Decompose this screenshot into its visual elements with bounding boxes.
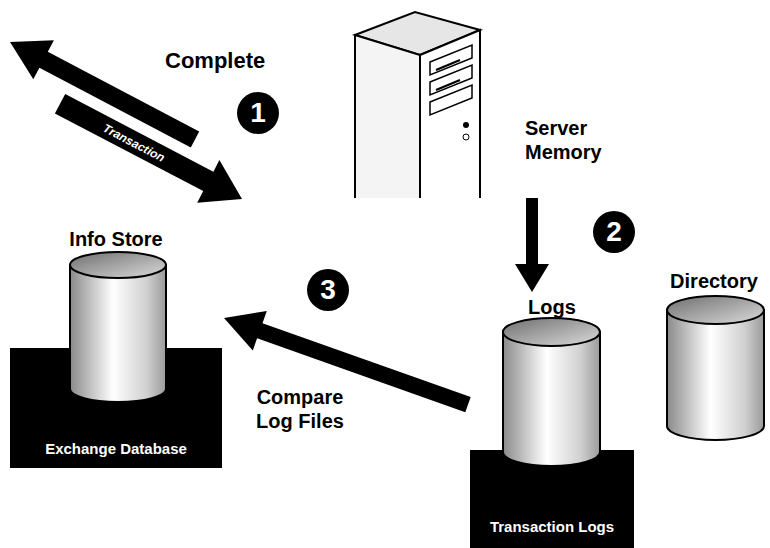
database-cylinder: LogsTransaction Logs (468, 292, 636, 548)
callout-number: 2 (593, 211, 635, 253)
cylinder-shape (468, 292, 636, 548)
base-label: Exchange Database (8, 440, 224, 457)
callout-number: 1 (237, 92, 279, 134)
node-title: Directory (660, 270, 768, 293)
base-label: Transaction Logs (468, 518, 636, 535)
server-node: Server Memory (345, 8, 615, 198)
database-cylinder: Directory (660, 268, 768, 448)
node-title: Info Store (8, 228, 224, 251)
step-label: Complete (165, 48, 265, 74)
node-title: Server Memory (525, 116, 613, 164)
node-title: Logs (468, 296, 636, 319)
database-cylinder: Info StoreExchange Database (8, 226, 224, 470)
cylinder-shape (8, 226, 224, 470)
edge-label: Compare Log Files (250, 385, 350, 433)
transaction-arrow (55, 94, 242, 203)
flow-arrow (515, 198, 549, 292)
server-tower (345, 8, 615, 198)
callout-number: 3 (307, 269, 349, 311)
cylinder-shape (660, 268, 768, 448)
